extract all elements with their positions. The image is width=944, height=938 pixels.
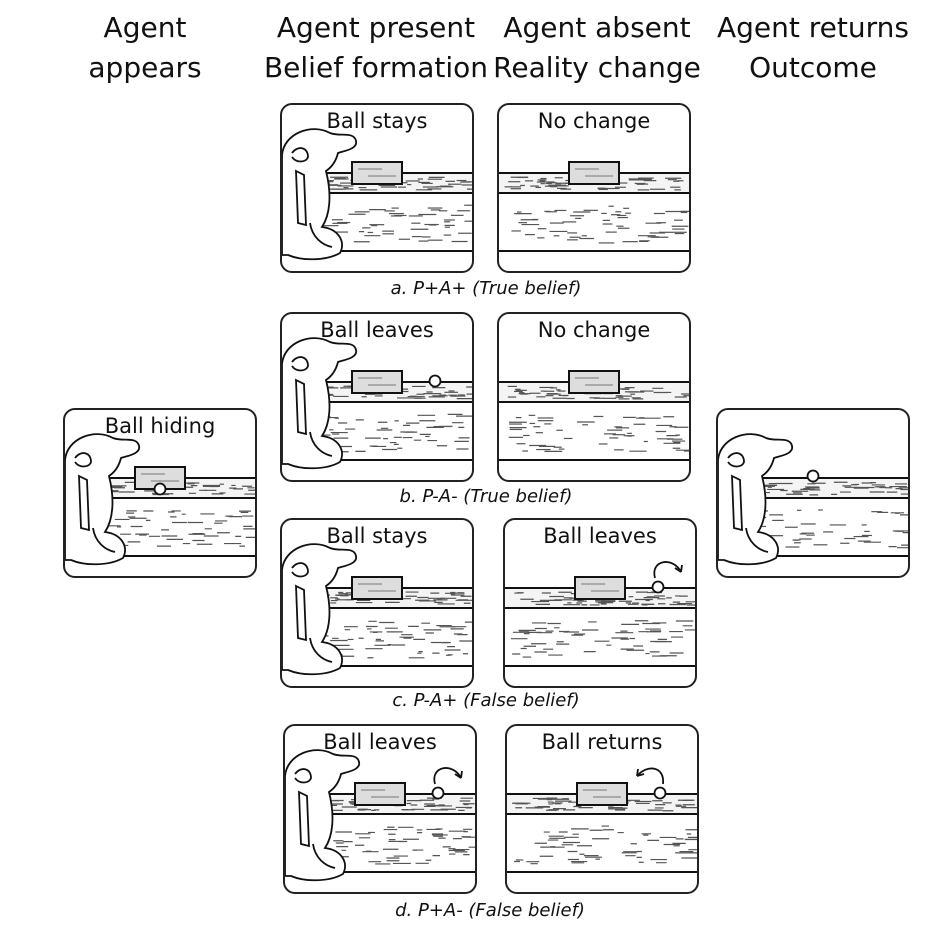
panel-d-absent: Ball returns [505, 724, 699, 894]
ball [653, 786, 667, 800]
header-line: appears [88, 51, 202, 84]
intro-panel: Ball hiding [63, 408, 257, 578]
occluder-box [568, 161, 620, 185]
header-line: Belief formation [263, 51, 489, 84]
panel-title: Ball leaves [543, 524, 657, 548]
agent-character [282, 337, 357, 470]
panel-c-absent: Ball leaves [503, 518, 697, 688]
panel-title: Ball leaves [320, 318, 434, 342]
occluder-box [354, 782, 406, 806]
panel-a-present: Ball stays [280, 103, 474, 273]
ball [431, 786, 445, 800]
occluder-box [351, 370, 403, 394]
caption-c: c. P-A+ (False belief) [392, 690, 580, 711]
header-line: Agent returns [717, 11, 909, 44]
caption-d: d. P+A- (False belief) [395, 900, 585, 921]
agent-character [282, 543, 357, 676]
floor [507, 825, 697, 873]
agent-character [65, 433, 140, 566]
arrow-out-icon [433, 767, 463, 785]
ball [651, 580, 665, 594]
agent-character [282, 128, 357, 261]
scene-drawing [282, 337, 472, 470]
scene-drawing [505, 561, 695, 667]
ball [806, 469, 820, 483]
agent-character [285, 749, 360, 882]
outcome-panel [716, 408, 910, 578]
header-line: Reality change [493, 51, 701, 84]
header-line: Agent absent [503, 11, 691, 44]
arrow-in-icon [636, 767, 664, 785]
floor [499, 205, 689, 252]
scene-drawing [282, 128, 472, 261]
occluder-box [134, 466, 186, 490]
header-line: Outcome [749, 51, 877, 84]
scene-drawing [285, 749, 475, 882]
panel-b-present: Ball leaves [280, 312, 474, 482]
occluder-box [574, 576, 626, 600]
ball [153, 482, 167, 496]
panel-title: Ball stays [326, 109, 428, 133]
occluder-box [568, 370, 620, 394]
scene-drawing [65, 433, 255, 566]
arrow-out-icon [653, 561, 683, 579]
header-agent-appears: Agent appears [88, 8, 201, 88]
scene-drawing [718, 433, 908, 566]
panel-title: Ball stays [326, 524, 428, 548]
floor [505, 620, 695, 667]
panel-a-absent: No change [497, 103, 691, 273]
panel-title: No change [537, 109, 651, 133]
occluder-box [351, 576, 403, 600]
panel-title: Ball hiding [104, 414, 216, 438]
scene-drawing [499, 161, 689, 252]
header-line: Agent present [276, 11, 476, 44]
caption-a: a. P+A+ (True belief) [390, 278, 582, 299]
scene-drawing [507, 767, 697, 873]
panel-c-present: Ball stays [280, 518, 474, 688]
panel-title: No change [537, 318, 651, 342]
caption-b: b. P-A- (True belief) [399, 486, 573, 507]
header-line: Agent [103, 11, 187, 44]
panel-title: Ball returns [541, 730, 663, 754]
ball [428, 374, 442, 388]
panel-b-absent: No change [497, 312, 691, 482]
occluder-box [576, 782, 628, 806]
floor [499, 414, 689, 461]
panel-d-present: Ball leaves [283, 724, 477, 894]
agent-character [718, 433, 793, 566]
scene-drawing [499, 370, 689, 461]
scene-drawing [282, 543, 472, 676]
occluder-box [351, 161, 403, 185]
panel-title: Ball leaves [323, 730, 437, 754]
